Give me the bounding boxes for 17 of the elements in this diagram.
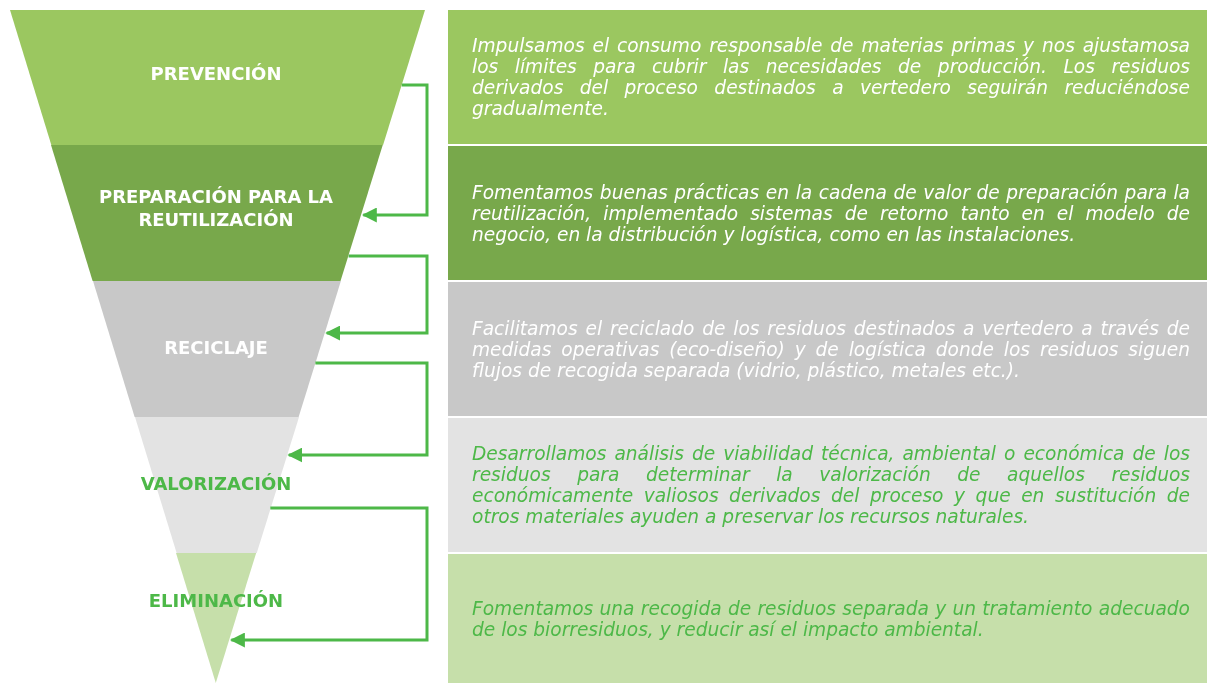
level-title: PREPARACIÓN PARA LA REUTILIZACIÓN: [97, 185, 335, 231]
description-text: Impulsamos el consumo responsable de materias primas y nos ajustamosa los límites para cubrir las necesidades de producción. Los residuos derivados del proceso destinados a vertedero seguirán reduciéndose gradualmente.: [472, 35, 1190, 119]
level-title: VALORIZACIÓN: [140, 471, 292, 495]
arrow: [287, 361, 429, 463]
arrow: [361, 83, 429, 223]
description-panel: [448, 146, 1207, 280]
description-text: Fomentamos buenas prácticas en la cadena de valor de preparación para la reutilización, implementado sistemas de retorno tanto en el modelo de negocio, en la distribución y logística, como en las instalaciones.: [472, 181, 1190, 245]
description-text: Fomentamos una recogida de residuos separada y un tratamiento adecuado de los biorresiduos, y reducir así el impacto ambiental.: [472, 597, 1190, 640]
description-panel: [448, 554, 1207, 683]
level-title: PREVENCIÓN: [150, 61, 282, 85]
arrow: [229, 506, 429, 648]
description-panel: [448, 10, 1207, 144]
description-panel: [448, 418, 1207, 552]
level-title: ELIMINACIÓN: [148, 588, 284, 612]
description-panel: [448, 282, 1207, 416]
arrow: [325, 254, 429, 341]
description-text: Desarrollamos análisis de viabilidad técnica, ambiental o económica de los residuos para determinar la valorización de aquellos residuos económicamente valiosos derivados del proceso y que en sustitución de otros materiales ayuden a preservar los recursos naturales.: [472, 443, 1190, 527]
